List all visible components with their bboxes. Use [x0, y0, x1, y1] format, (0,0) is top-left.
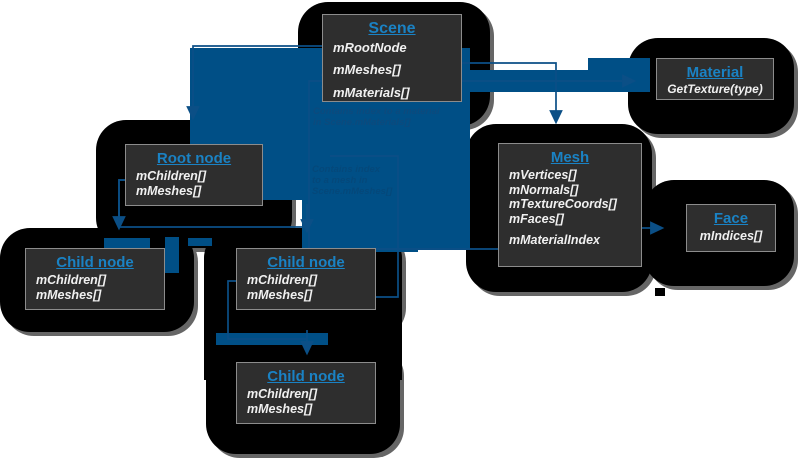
field-child-bottom-mchildren: mChildren[] [247, 387, 318, 402]
node-child-middle-title: Child node [267, 254, 345, 271]
wire-scene-rootnode [186, 45, 332, 121]
node-child-left-title: Child node [56, 254, 134, 271]
field-mtexturecoords: mTextureCoords[] [509, 197, 617, 212]
field-child-left-mmeshes: mMeshes[] [36, 287, 102, 302]
annotation-mesh-index-line1: Contains index [312, 164, 381, 175]
blue-accent-tab-c [192, 238, 210, 244]
field-mmaterialindex: mMaterialIndex [509, 233, 601, 248]
node-child-bottom-title: Child node [267, 368, 345, 385]
annotation-material-index-line1: Contains index to a material [313, 106, 440, 117]
node-face-fields: mIndices[] [697, 229, 765, 244]
node-mesh[interactable]: Mesh mVertices[] mNormals[] mTextureCoor… [498, 143, 642, 267]
node-material-fields: GetTexture(type) [667, 82, 763, 97]
node-face[interactable]: Face mIndices[] [686, 204, 776, 252]
field-child-middle-mchildren: mChildren[] [247, 273, 318, 288]
annotation-material-index: Contains index to a material in Scene.mM… [313, 106, 440, 128]
node-child-node-bottom[interactable]: Child node mChildren[] mMeshes[] [236, 362, 376, 424]
node-child-node-left[interactable]: Child node mChildren[] mMeshes[] [25, 248, 165, 310]
node-root-node-title: Root node [156, 150, 232, 167]
field-mvertices: mVertices[] [509, 168, 577, 183]
field-child-left-mchildren: mChildren[] [36, 273, 107, 288]
field-mrootnode: mRootNode [333, 40, 407, 56]
field-gettexture: GetTexture(type) [667, 82, 763, 97]
blue-accent-tab-a [104, 238, 150, 248]
annotation-material-index-line2: in Scene.mMaterials[] [313, 117, 411, 129]
node-face-title: Face [713, 210, 749, 227]
field-mfaces: mFaces[] [509, 211, 564, 226]
node-material-title: Material [686, 64, 744, 81]
annotation-mesh-index-line2: to a mesh in [312, 175, 368, 187]
annotation-mesh-index: Contains index to a mesh in Scene.mMeshe… [312, 164, 392, 198]
annotation-mesh-index-line3: Scene.mMeshes[] [312, 186, 393, 198]
node-scene-fields: mRootNode mMeshes[] mMaterials[] [333, 40, 451, 99]
node-mesh-fields: mVertices[] mNormals[] mTextureCoords[] … [509, 168, 631, 248]
node-scene[interactable]: Scene mRootNode mMeshes[] mMaterials[] [322, 14, 462, 102]
blue-accent-left-strip [165, 237, 179, 273]
node-child-node-middle[interactable]: Child node mChildren[] mMeshes[] [236, 248, 376, 310]
wire-mesh-materialindex [308, 81, 498, 250]
node-root-node-fields: mChildren[] mMeshes[] [136, 169, 252, 198]
blue-accent-tab-e [655, 288, 665, 296]
field-mindices: mIndices[] [699, 229, 763, 244]
field-root-mchildren: mChildren[] [136, 169, 207, 184]
node-mesh-title: Mesh [550, 149, 590, 166]
field-mmaterials: mMaterials[] [333, 84, 410, 100]
node-scene-title: Scene [368, 20, 416, 37]
node-root-node[interactable]: Root node mChildren[] mMeshes[] [125, 144, 263, 206]
field-child-bottom-mmeshes: mMeshes[] [247, 401, 313, 416]
node-child-left-fields: mChildren[] mMeshes[] [36, 273, 154, 302]
node-child-bottom-fields: mChildren[] mMeshes[] [247, 387, 365, 416]
field-child-middle-mmeshes: mMeshes[] [247, 287, 313, 302]
field-mnormals: mNormals[] [509, 182, 579, 197]
node-child-middle-fields: mChildren[] mMeshes[] [247, 273, 365, 302]
field-mmeshes: mMeshes[] [333, 62, 401, 78]
node-material[interactable]: Material GetTexture(type) [656, 58, 774, 100]
field-root-mmeshes: mMeshes[] [136, 183, 202, 198]
